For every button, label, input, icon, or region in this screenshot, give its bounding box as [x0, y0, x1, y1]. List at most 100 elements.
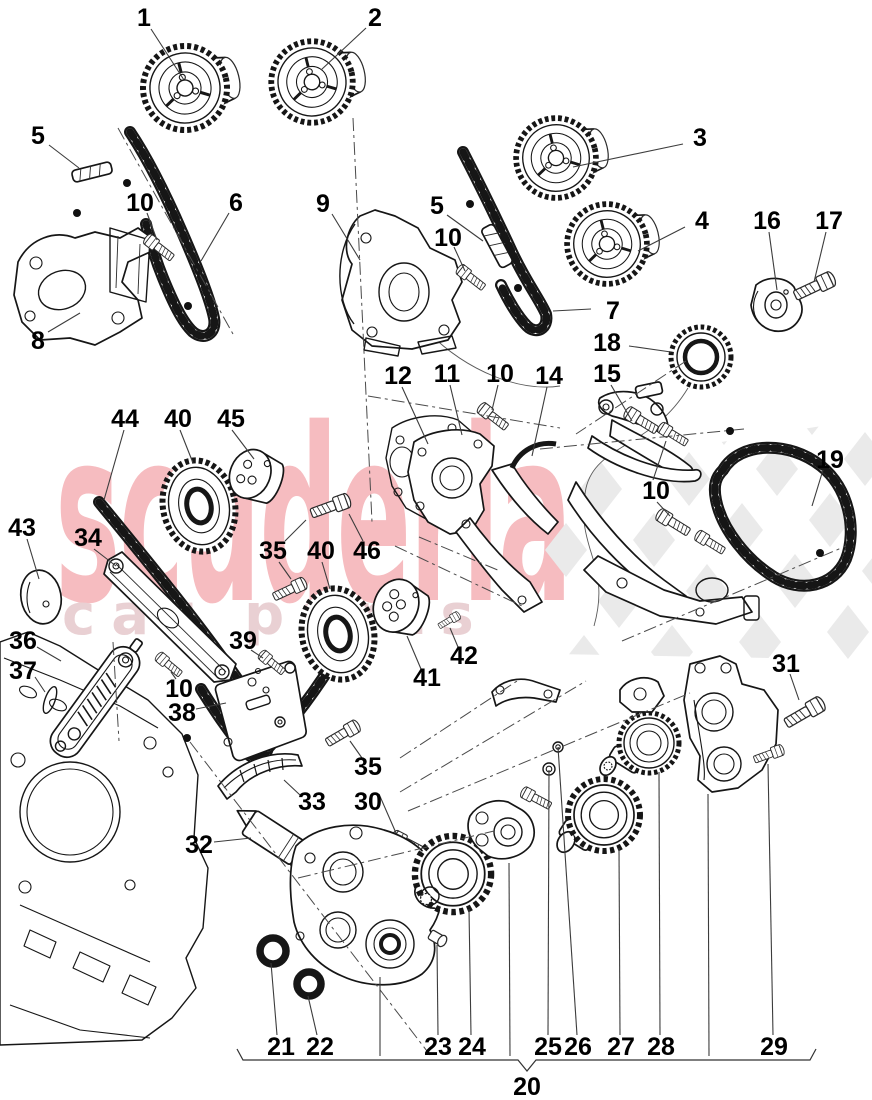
leader-line-10 — [146, 212, 158, 241]
phantom-line — [399, 680, 587, 793]
leader-line-22 — [307, 995, 318, 1036]
position-dot — [514, 284, 522, 292]
camshaft-adjuster-3 — [508, 107, 617, 207]
part-label-19: 19 — [816, 446, 844, 474]
checker-diamond — [739, 615, 781, 660]
leader-line-29 — [767, 763, 774, 1036]
part-label-6: 6 — [229, 189, 243, 217]
leader-line-11 — [449, 384, 463, 436]
leader-line-27 — [618, 847, 621, 1036]
phantom-line — [297, 830, 495, 879]
leader-line-24 — [468, 908, 472, 1036]
part-label-32: 32 — [185, 831, 213, 859]
piece-45 — [228, 448, 285, 504]
bolt-35b-icon — [323, 718, 363, 750]
leader-line-18 — [628, 345, 672, 353]
part-label-40: 40 — [307, 537, 335, 565]
phantom-line — [407, 692, 691, 812]
leader-line-10 — [491, 384, 499, 411]
group-tick-line — [707, 793, 710, 1057]
part-label-41: 41 — [413, 664, 441, 692]
part-label-26: 26 — [564, 1033, 592, 1061]
bolt-20-icon — [518, 785, 554, 812]
leader-line-5 — [48, 144, 80, 169]
leader-line-28 — [658, 771, 661, 1036]
part-label-5: 5 — [430, 192, 444, 220]
support-bracket-8 — [13, 227, 153, 346]
support-bracket-9 — [339, 209, 463, 357]
plate-38 — [214, 660, 307, 762]
leader-line-26 — [557, 746, 578, 1036]
position-dot — [726, 427, 734, 435]
part-label-38: 38 — [168, 699, 196, 727]
guide-33 — [217, 753, 303, 800]
bolt-31-icon — [781, 694, 828, 732]
phantom-line — [539, 428, 745, 450]
part-label-10: 10 — [434, 224, 462, 252]
leader-line-35 — [278, 561, 292, 580]
piece-41 — [372, 578, 431, 636]
phantom-line — [117, 127, 234, 335]
part-label-33: 33 — [298, 788, 326, 816]
part-label-15: 15 — [593, 360, 621, 388]
checker-diamond — [563, 635, 605, 660]
part-label-42: 42 — [450, 642, 478, 670]
upper-bracket-piece — [491, 677, 665, 713]
part-label-1: 1 — [137, 4, 151, 32]
part-label-25: 25 — [534, 1033, 562, 1061]
part-label-7: 7 — [606, 297, 620, 325]
part-label-35: 35 — [259, 537, 287, 565]
leader-line-42 — [449, 627, 459, 648]
part-label-40: 40 — [164, 405, 192, 433]
camshaft-adjuster-2 — [263, 30, 374, 132]
part-label-30: 30 — [354, 788, 382, 816]
bolt-17-icon — [791, 269, 839, 304]
part-label-23: 23 — [424, 1033, 452, 1061]
part-label-45: 45 — [217, 405, 245, 433]
part-label-20: 20 — [513, 1073, 541, 1100]
part-label-44: 44 — [111, 405, 139, 433]
leader-line-35 — [349, 740, 363, 759]
part-label-10: 10 — [126, 189, 154, 217]
checker-diamond — [633, 513, 675, 567]
leader-line-19 — [811, 469, 824, 507]
part-label-12: 12 — [384, 362, 412, 390]
leader-line-25 — [547, 769, 550, 1036]
part-label-34: 34 — [74, 524, 102, 552]
leader-line-12 — [401, 386, 429, 445]
checker-diamond — [827, 605, 869, 659]
checker-diamond — [791, 418, 833, 435]
part-label-14: 14 — [535, 362, 563, 390]
leader-line-5 — [446, 214, 484, 242]
part-label-22: 22 — [306, 1033, 334, 1061]
bolt-10d-icon — [692, 528, 728, 557]
part-label-5: 5 — [31, 122, 45, 150]
tensioner-15 — [587, 381, 702, 483]
group-bracket — [236, 1048, 817, 1072]
part-label-31: 31 — [772, 650, 800, 678]
leader-line-40 — [179, 429, 194, 464]
checker-diamond — [651, 625, 693, 660]
ghost-outline-2 — [427, 331, 561, 388]
leader-lines — [26, 27, 827, 1057]
phantom-line — [189, 741, 431, 1056]
leader-line-41 — [406, 635, 422, 670]
camshaft-adjuster-1 — [134, 34, 248, 139]
part-label-3: 3 — [693, 124, 707, 152]
position-dot — [183, 734, 191, 742]
camshaft-adjuster-4 — [559, 193, 668, 293]
seal-ring-21 — [256, 934, 290, 968]
leader-line-39 — [250, 649, 264, 659]
phantom-line — [418, 536, 501, 572]
leader-line-43 — [26, 538, 40, 580]
phantom-line — [367, 395, 561, 429]
leader-line-1 — [150, 28, 185, 81]
gear-28 — [599, 713, 679, 777]
sprocket-18 — [668, 324, 734, 390]
leader-line-44 — [103, 429, 125, 501]
chain-tensioner-36 — [49, 638, 143, 759]
leader-line-4 — [637, 226, 686, 252]
